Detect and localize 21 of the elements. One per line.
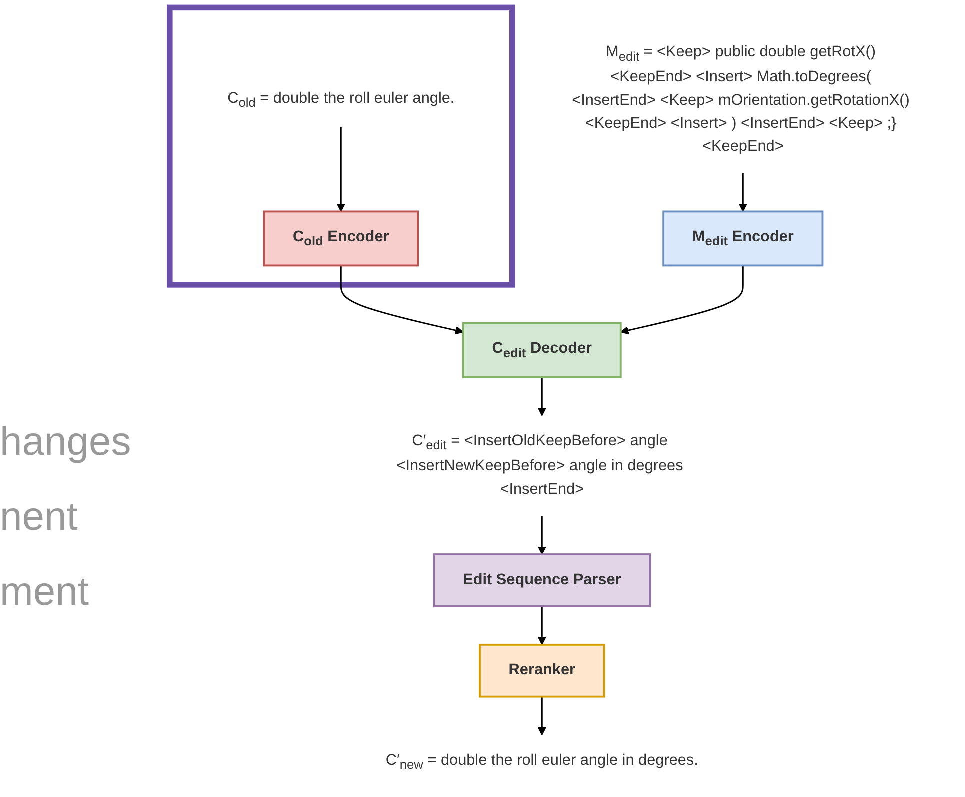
slide-text: nent: [0, 495, 79, 540]
node-box: Edit Sequence Parser: [433, 554, 652, 608]
cluster: [167, 4, 516, 288]
arrow: [538, 696, 546, 736]
arrow: [336, 127, 346, 212]
arrow: [538, 377, 546, 416]
node-box: M$_{edit}$ Encoder: [662, 210, 824, 267]
node-text: C′$_{new}$ = double the roll euler angle in degrees.: [386, 752, 698, 772]
arrow: [538, 516, 546, 555]
arrow: [738, 173, 748, 212]
arrow: [620, 266, 744, 335]
slide-text: hanges: [0, 420, 132, 465]
node-box: C$_{edit}$ Decoder: [462, 322, 622, 378]
node-text: M$_{edit}$ = <Keep> public double getRotX() <KeepEnd> <Insert> Math.toDegrees( <InsertEnd> <Keep> mOrientation.getRotationX() <KeepEnd> <Insert> ) <InsertEnd> <Keep> ;} <KeepEnd>: [572, 44, 910, 155]
slide-text: ment: [0, 570, 90, 615]
node-text: C′$_{edit}$ = <InsertOldKeepBefore> angle <InsertNewKeepBefore> angle in degrees <InsertEnd>: [396, 433, 684, 498]
node-text: C$_{old}$ = double the roll euler angle.: [228, 90, 455, 110]
node-box: C$_{old}$ Encoder: [263, 210, 420, 267]
arrow: [340, 266, 464, 335]
node-box: Reranker: [479, 644, 606, 698]
arrow: [538, 606, 546, 646]
